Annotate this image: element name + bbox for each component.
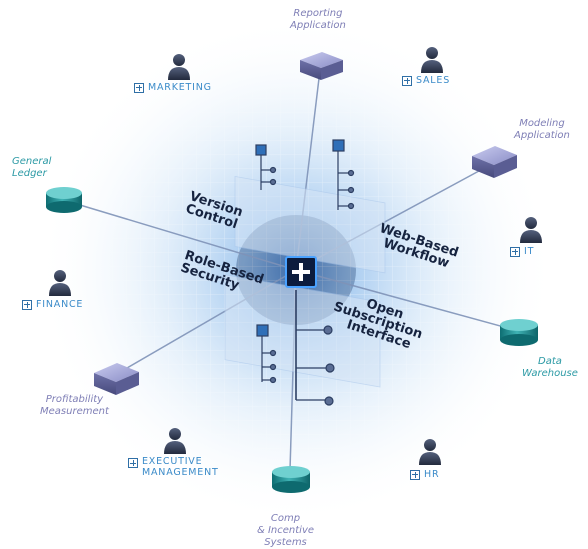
comp-systems-label: Comp & Incentive Systems: [257, 513, 314, 549]
comp-line2: & Incentive: [257, 525, 315, 536]
modeling-label-line1: Modeling: [519, 118, 565, 129]
data-warehouse-label: Data Warehouse: [522, 356, 578, 380]
dept-hr[interactable]: HR: [410, 469, 439, 480]
profitability-measurement-label: Profitability Measurement: [40, 394, 109, 418]
general-ledger-line1: General: [12, 156, 52, 167]
sales-person-icon: [421, 47, 443, 73]
modeling-application-cube: [472, 146, 517, 178]
general-ledger-label: General Ledger: [12, 156, 51, 180]
dept-finance[interactable]: FINANCE: [22, 299, 83, 310]
general-ledger-line2: Ledger: [12, 168, 47, 179]
dept-it[interactable]: IT: [510, 246, 534, 257]
tree-widget-bottom: [256, 290, 335, 406]
dept-it-label: IT: [524, 246, 535, 257]
comp-line1: Comp: [270, 513, 301, 524]
profitability-label-line2: Measurement: [40, 406, 109, 417]
hr-person-icon: [419, 439, 441, 465]
expand-plus-icon[interactable]: [134, 82, 144, 93]
central-hub-icon: [285, 256, 317, 288]
dept-executive-line2: MANAGEMENT: [142, 467, 219, 478]
marketing-person-icon: [168, 54, 190, 80]
dept-marketing[interactable]: MARKETING: [134, 82, 212, 93]
dept-marketing-label: MARKETING: [148, 82, 212, 93]
expand-plus-icon[interactable]: [128, 458, 138, 468]
modeling-application-label: Modeling Application: [514, 118, 570, 142]
general-ledger-database: [46, 187, 82, 213]
modeling-label-line2: Application: [514, 130, 570, 141]
finance-person-icon: [49, 270, 71, 296]
dept-executive-text: EXECUTIVE MANAGEMENT: [142, 456, 219, 478]
expand-plus-icon[interactable]: [410, 469, 420, 480]
dept-sales[interactable]: SALES: [402, 75, 450, 86]
expand-plus-icon[interactable]: [402, 75, 412, 86]
profitability-label-line1: Profitability: [45, 394, 104, 405]
dept-finance-label: FINANCE: [36, 299, 84, 310]
executive-person-icon: [164, 428, 186, 454]
reporting-label-line1: Reporting: [293, 8, 343, 19]
dept-executive-line1: EXECUTIVE: [142, 456, 203, 467]
comp-systems-database: [272, 466, 310, 493]
tree-widget-top: [255, 139, 355, 210]
dept-executive[interactable]: EXECUTIVE MANAGEMENT: [128, 456, 219, 478]
dept-sales-label: SALES: [416, 75, 451, 86]
expand-plus-icon[interactable]: [510, 246, 520, 257]
reporting-label-line2: Application: [290, 20, 346, 31]
data-warehouse-line2: Warehouse: [522, 368, 578, 379]
reporting-application-label: Reporting Application: [290, 8, 346, 32]
data-warehouse-database: [500, 319, 538, 346]
dept-hr-label: HR: [424, 469, 440, 480]
profitability-measurement-cube: [94, 363, 139, 395]
reporting-application-cube: [300, 52, 343, 80]
expand-plus-icon[interactable]: [22, 299, 32, 310]
data-warehouse-line1: Data: [538, 356, 562, 367]
comp-line3: Systems: [264, 537, 307, 548]
it-person-icon: [520, 217, 542, 243]
